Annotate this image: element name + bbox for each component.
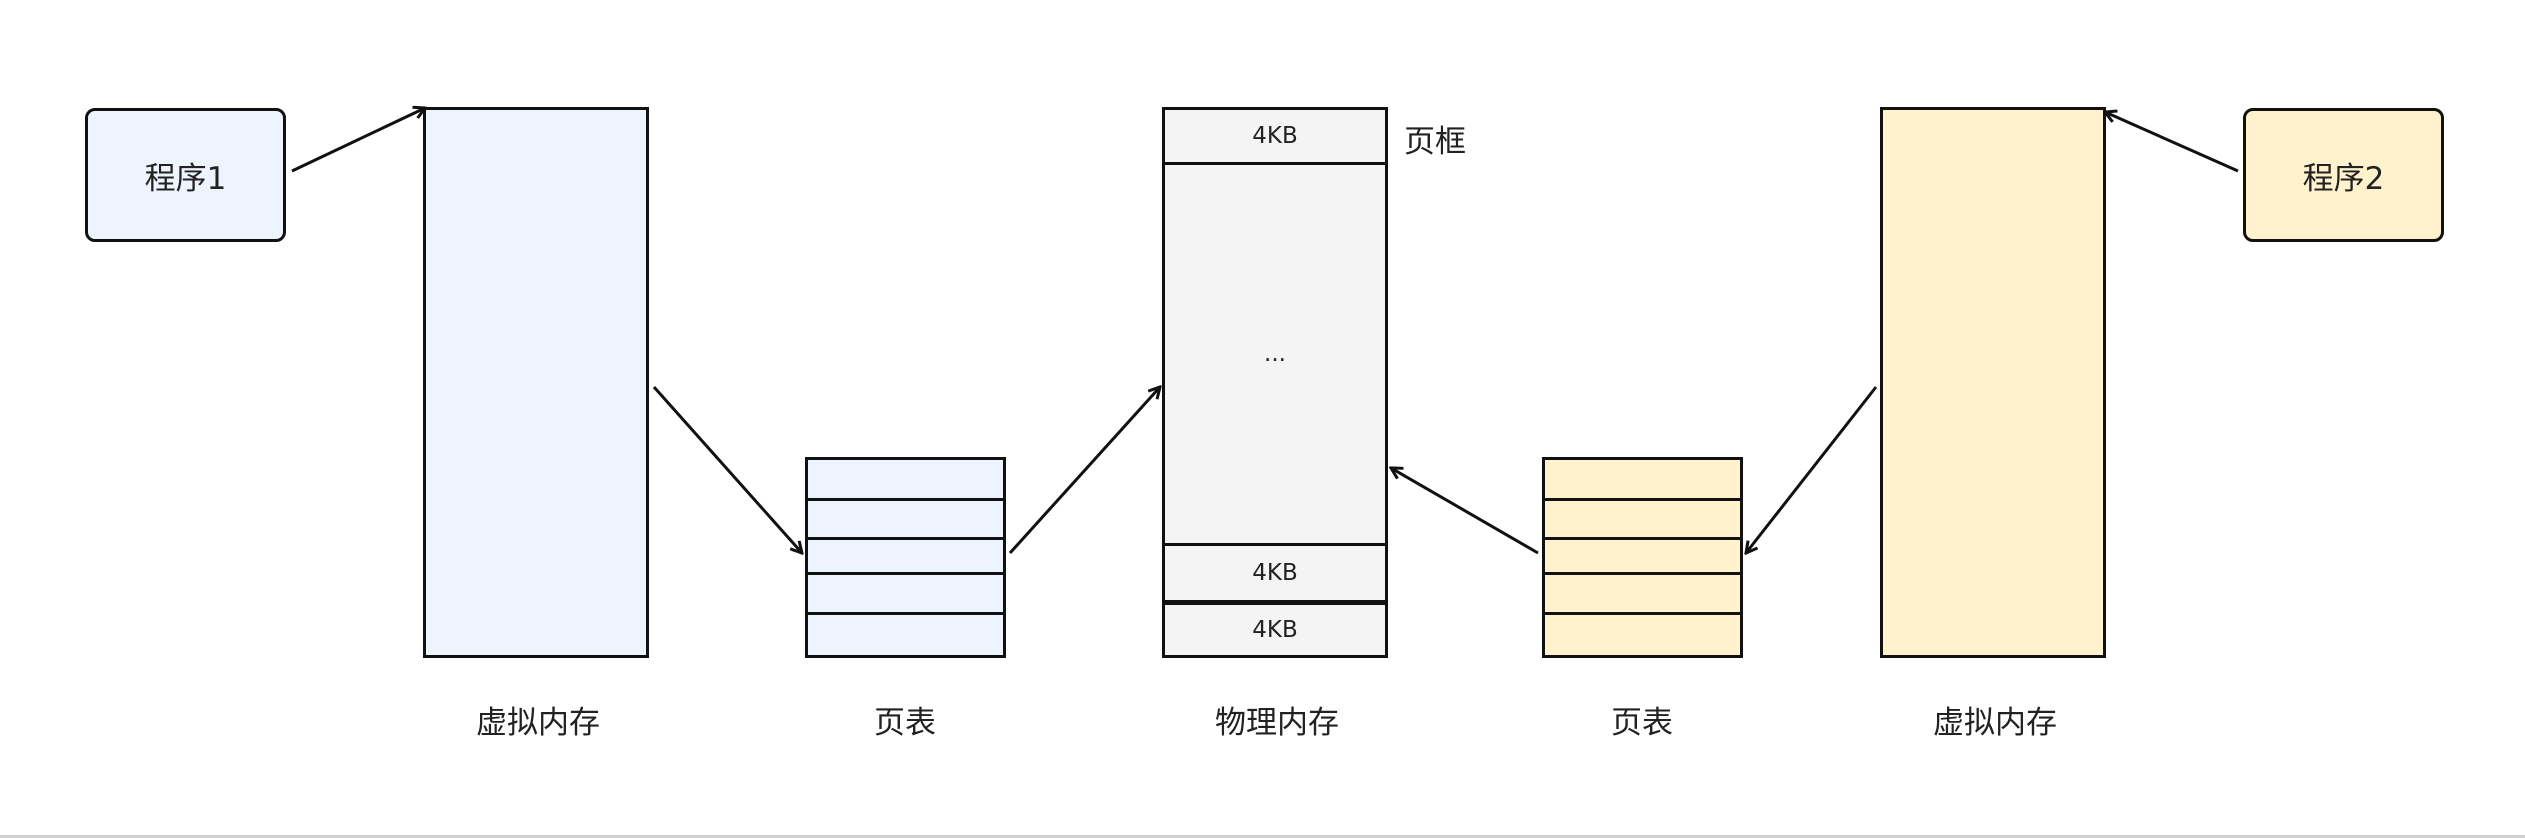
frame-lower2-label: 4KB <box>1252 617 1298 643</box>
frame-lower2-cell: 4KB <box>1165 600 1385 655</box>
page-table-left-divider <box>808 498 1003 501</box>
physical-memory-label: 物理内存 <box>1215 705 1339 741</box>
ellipsis-label: ... <box>1264 341 1286 367</box>
program1-label: 程序1 <box>144 160 227 197</box>
page-table-right-divider <box>1545 498 1740 501</box>
frame-top-cell: 4KB <box>1165 110 1385 165</box>
virtual-memory-right-label: 虚拟内存 <box>1933 705 2057 741</box>
program1-box: 程序1 <box>85 108 286 242</box>
page-table-left-divider <box>808 612 1003 615</box>
arrow-vm-right-to-pagetable <box>1746 386 1878 553</box>
page-table-left-divider <box>808 537 1003 540</box>
arrow-program2-to-vm <box>2105 112 2239 173</box>
frame-lower1-cell: 4KB <box>1165 543 1385 600</box>
arrow-pagetable-left-to-physical <box>1008 387 1160 555</box>
virtual-memory-left-block <box>423 107 649 658</box>
page-table-right-divider <box>1545 572 1740 575</box>
page-table-right-divider <box>1545 612 1740 615</box>
program2-box: 程序2 <box>2243 108 2444 242</box>
arrow-program1-to-vm <box>291 108 425 173</box>
page-table-left-label: 页表 <box>874 705 936 741</box>
arrow-vm-to-pagetable-left <box>652 386 802 553</box>
page-table-right <box>1542 457 1743 658</box>
page-table-right-divider <box>1545 537 1740 540</box>
bottom-edge-line <box>0 835 2525 838</box>
frame-middle-cell: ... <box>1165 165 1385 543</box>
frame-top-label: 4KB <box>1252 123 1298 149</box>
frame-lower1-label: 4KB <box>1252 560 1298 586</box>
virtual-memory-left-label: 虚拟内存 <box>476 705 600 741</box>
page-table-right-label: 页表 <box>1611 705 1673 741</box>
physical-memory-block: 4KB ... 4KB 4KB <box>1162 107 1388 658</box>
arrow-pagetable-right-to-physical <box>1391 468 1539 555</box>
page-frame-label: 页框 <box>1404 124 1466 160</box>
program2-label: 程序2 <box>2302 160 2385 197</box>
page-table-left <box>805 457 1006 658</box>
page-table-left-divider <box>808 572 1003 575</box>
virtual-memory-right-block <box>1880 107 2106 658</box>
